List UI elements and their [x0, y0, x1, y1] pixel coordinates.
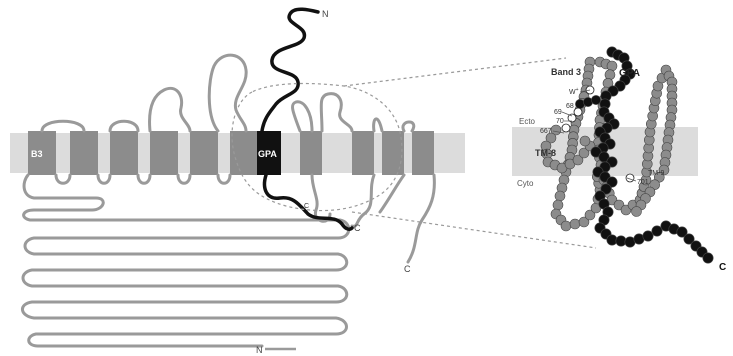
structure-inset: Band 3 GPA Ecto Cyto TM-8 TM-9 W+ 68 69 … — [512, 47, 726, 273]
residue-69-label: 69 — [554, 109, 562, 116]
residue-bead — [570, 219, 580, 229]
tm-segment-8 — [352, 131, 374, 175]
band3-tm-segments — [28, 131, 434, 175]
residue-bead — [580, 136, 590, 146]
residue-w-superscript: + — [576, 87, 579, 93]
residue-w-label: W+ — [569, 87, 579, 96]
inset-c-terminus-label: C — [719, 262, 726, 273]
ecto-label: Ecto — [519, 117, 536, 126]
residue-bead — [607, 61, 617, 71]
band3-c-terminus-label-1: C — [354, 223, 361, 233]
band3-loops-ecto — [42, 55, 414, 131]
ecto-loop-2 — [110, 121, 138, 131]
tm-segment-10 — [412, 131, 434, 175]
residue-bead — [575, 99, 584, 108]
gpa-inset-label: GPA — [619, 68, 640, 79]
residue-bead — [605, 70, 615, 80]
labelled-residue-marker — [562, 124, 570, 132]
residue-68-label: 68 — [566, 103, 574, 110]
cyto-loop-6 — [312, 175, 330, 221]
b3-label: B3 — [31, 149, 43, 159]
residue-701-label: 701 — [637, 179, 649, 186]
ecto-loop-1 — [42, 121, 84, 131]
tm-segment-2 — [70, 131, 98, 175]
ecto-loop-4 — [209, 55, 246, 131]
cyto-loop-1 — [56, 175, 70, 183]
residue-bead — [553, 200, 563, 210]
residue-70-label: 70 — [556, 118, 564, 125]
c-tail-2 — [408, 175, 434, 262]
cyto-loop-2 — [98, 175, 110, 183]
topology-panel: N C C N C B3 GPA — [10, 9, 465, 355]
tm-segment-7 — [300, 131, 322, 175]
band3-n-terminal-domain — [22, 175, 348, 346]
labelled-residue-marker — [574, 108, 582, 116]
tm-segment-3 — [110, 131, 138, 175]
residue-bead — [583, 97, 592, 106]
tm-segment-5 — [190, 131, 218, 175]
zoom-line-top — [344, 58, 566, 86]
band3-n-terminus-label: N — [256, 345, 263, 355]
gpa-n-terminus-label: N — [322, 9, 329, 19]
gpa-label: GPA — [258, 149, 277, 159]
ecto-loop-6 — [321, 94, 352, 131]
ecto-loop-8 — [403, 122, 414, 131]
residue-bead — [561, 221, 571, 231]
c-tail-1 — [352, 175, 374, 226]
residue-bead — [643, 231, 653, 241]
cyto-loop-3 — [138, 175, 150, 183]
gpa-c-terminus-label: C — [304, 203, 309, 210]
tm9-label: TM-9 — [648, 170, 664, 177]
cyto-loop-4 — [178, 175, 190, 183]
residue-bead — [555, 191, 565, 201]
residue-bead — [652, 226, 662, 236]
ecto-loop-3 — [150, 88, 190, 131]
residue-667-label: 667 — [540, 128, 552, 135]
band3-c-tails — [352, 175, 434, 262]
ecto-loop-5 — [293, 102, 312, 131]
tm-segment-4 — [150, 131, 178, 175]
ecto-loop-7 — [374, 119, 382, 131]
residue-bead — [591, 95, 600, 104]
cyto-loop-5 — [218, 175, 230, 183]
c-tail-3 — [380, 175, 404, 212]
cyto-label: Cyto — [517, 179, 534, 188]
residue-bead — [703, 253, 713, 263]
residue-bead — [632, 207, 642, 217]
band3-c-terminus-label-2: C — [404, 264, 411, 274]
band3-inset-label: Band 3 — [551, 67, 581, 77]
tm8-label: TM-8 — [535, 148, 556, 158]
